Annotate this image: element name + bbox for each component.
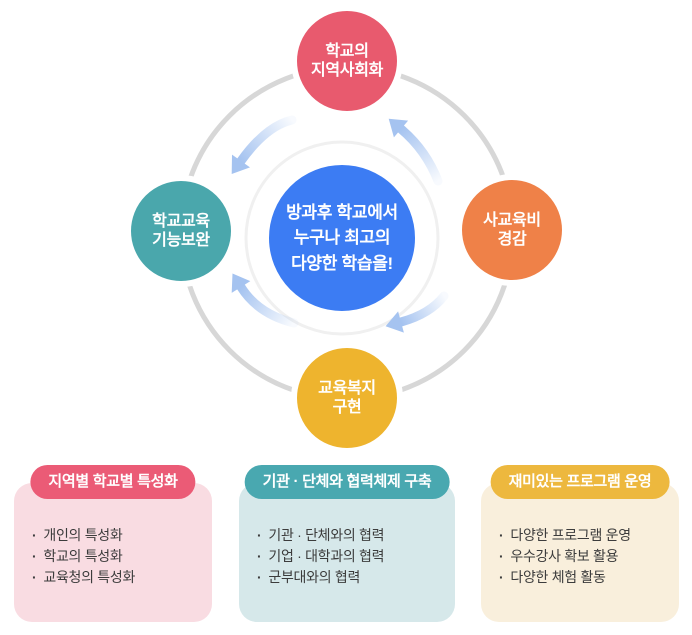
slogan-line: 누구나 최고의	[293, 228, 391, 248]
list-item: · 학교의 특성화	[32, 546, 206, 567]
card-title-pill: 기관 · 단체와 협력체제 구축	[244, 465, 450, 499]
bullet-dot-icon: ·	[32, 548, 37, 564]
list-item-text: 개인의 특성화	[43, 527, 123, 543]
center-halo-ring	[244, 140, 440, 336]
list-item: · 기관 · 단체와의 협력	[257, 525, 449, 546]
bullet-dot-icon: ·	[257, 548, 262, 564]
node-label-line: 구현	[332, 399, 362, 416]
list-item-text: 다양한 체험 활동	[510, 569, 606, 585]
cycle-arrow-icon	[231, 115, 297, 174]
center-circle-slogan: 방과후 학교에서 누구나 최고의 다양한 학습을!	[262, 158, 422, 318]
list-item-text: 기업 · 대학과의 협력	[268, 548, 385, 564]
card-bullet-list: · 다양한 프로그램 운영 · 우수강사 확보 활용 · 다양한 체험 활동	[481, 483, 679, 588]
node-label-line: 학교의	[325, 42, 369, 60]
card-bullet-list: · 개인의 특성화 · 학교의 특성화 · 교육청의 특성화	[14, 483, 212, 588]
bullet-dot-icon: ·	[32, 569, 37, 585]
list-item: · 군부대와의 협력	[257, 567, 449, 588]
node-education-welfare: 교육복지 구현	[291, 342, 403, 454]
card-cooperation-system: 기관 · 단체와 협력체제 구축 · 기관 · 단체와의 협력 · 기업 · 대학과…	[239, 465, 455, 622]
list-item: · 기업 · 대학과의 협력	[257, 546, 449, 567]
bullet-dot-icon: ·	[499, 527, 504, 543]
cycle-arrow-icon	[385, 291, 449, 333]
card-fun-programs: 재미있는 프로그램 운영 · 다양한 프로그램 운영 · 우수강사 확보 활용 · 다…	[481, 465, 679, 622]
card-title-pill: 지역별 학교별 특성화	[30, 465, 196, 499]
list-item-text: 기관 · 단체와의 협력	[268, 527, 385, 543]
node-label-line: 경감	[497, 231, 527, 248]
node-school-communityization: 학교의 지역사회화	[291, 5, 403, 117]
cycle-arrow-icon	[231, 273, 299, 328]
card-bullet-list: · 기관 · 단체와의 협력 · 기업 · 대학과의 협력 · 군부대와의 협력	[239, 483, 455, 588]
node-label-line: 사교육비	[483, 211, 541, 229]
cycle-arrow-icon	[388, 118, 443, 186]
slogan-line: 다양한 학습을!	[291, 253, 393, 273]
list-item-text: 군부대와의 협력	[268, 569, 361, 585]
node-private-education-cost-reduction: 사교육비 경감	[456, 174, 568, 286]
node-label-line: 지역사회화	[310, 62, 384, 79]
card-regional-school-specialization: 지역별 학교별 특성화 · 개인의 특성화 · 학교의 특성화 · 교육청의 특성화	[14, 465, 212, 622]
bullet-dot-icon: ·	[499, 548, 504, 564]
list-item: · 우수강사 확보 활용	[499, 546, 673, 567]
bullet-dot-icon: ·	[257, 569, 262, 585]
node-label-line: 학교교육	[152, 212, 210, 230]
bullet-dot-icon: ·	[32, 527, 37, 543]
list-item: · 다양한 프로그램 운영	[499, 525, 673, 546]
node-label-line: 기능보완	[152, 232, 210, 249]
list-item-text: 우수강사 확보 활용	[510, 548, 619, 564]
bullet-dot-icon: ·	[257, 527, 262, 543]
list-item-text: 교육청의 특성화	[43, 569, 136, 585]
list-item: · 개인의 특성화	[32, 525, 206, 546]
list-item-text: 다양한 프로그램 운영	[510, 527, 631, 543]
list-item-text: 학교의 특성화	[43, 548, 123, 564]
node-school-education-supplement: 학교교육 기능보완	[125, 175, 237, 287]
node-label-line: 교육복지	[318, 379, 376, 397]
card-title-pill: 재미있는 프로그램 운영	[490, 465, 670, 499]
list-item: · 다양한 체험 활동	[499, 567, 673, 588]
bullet-dot-icon: ·	[499, 569, 504, 585]
slogan-line: 방과후 학교에서	[286, 202, 398, 222]
list-item: · 교육청의 특성화	[32, 567, 206, 588]
